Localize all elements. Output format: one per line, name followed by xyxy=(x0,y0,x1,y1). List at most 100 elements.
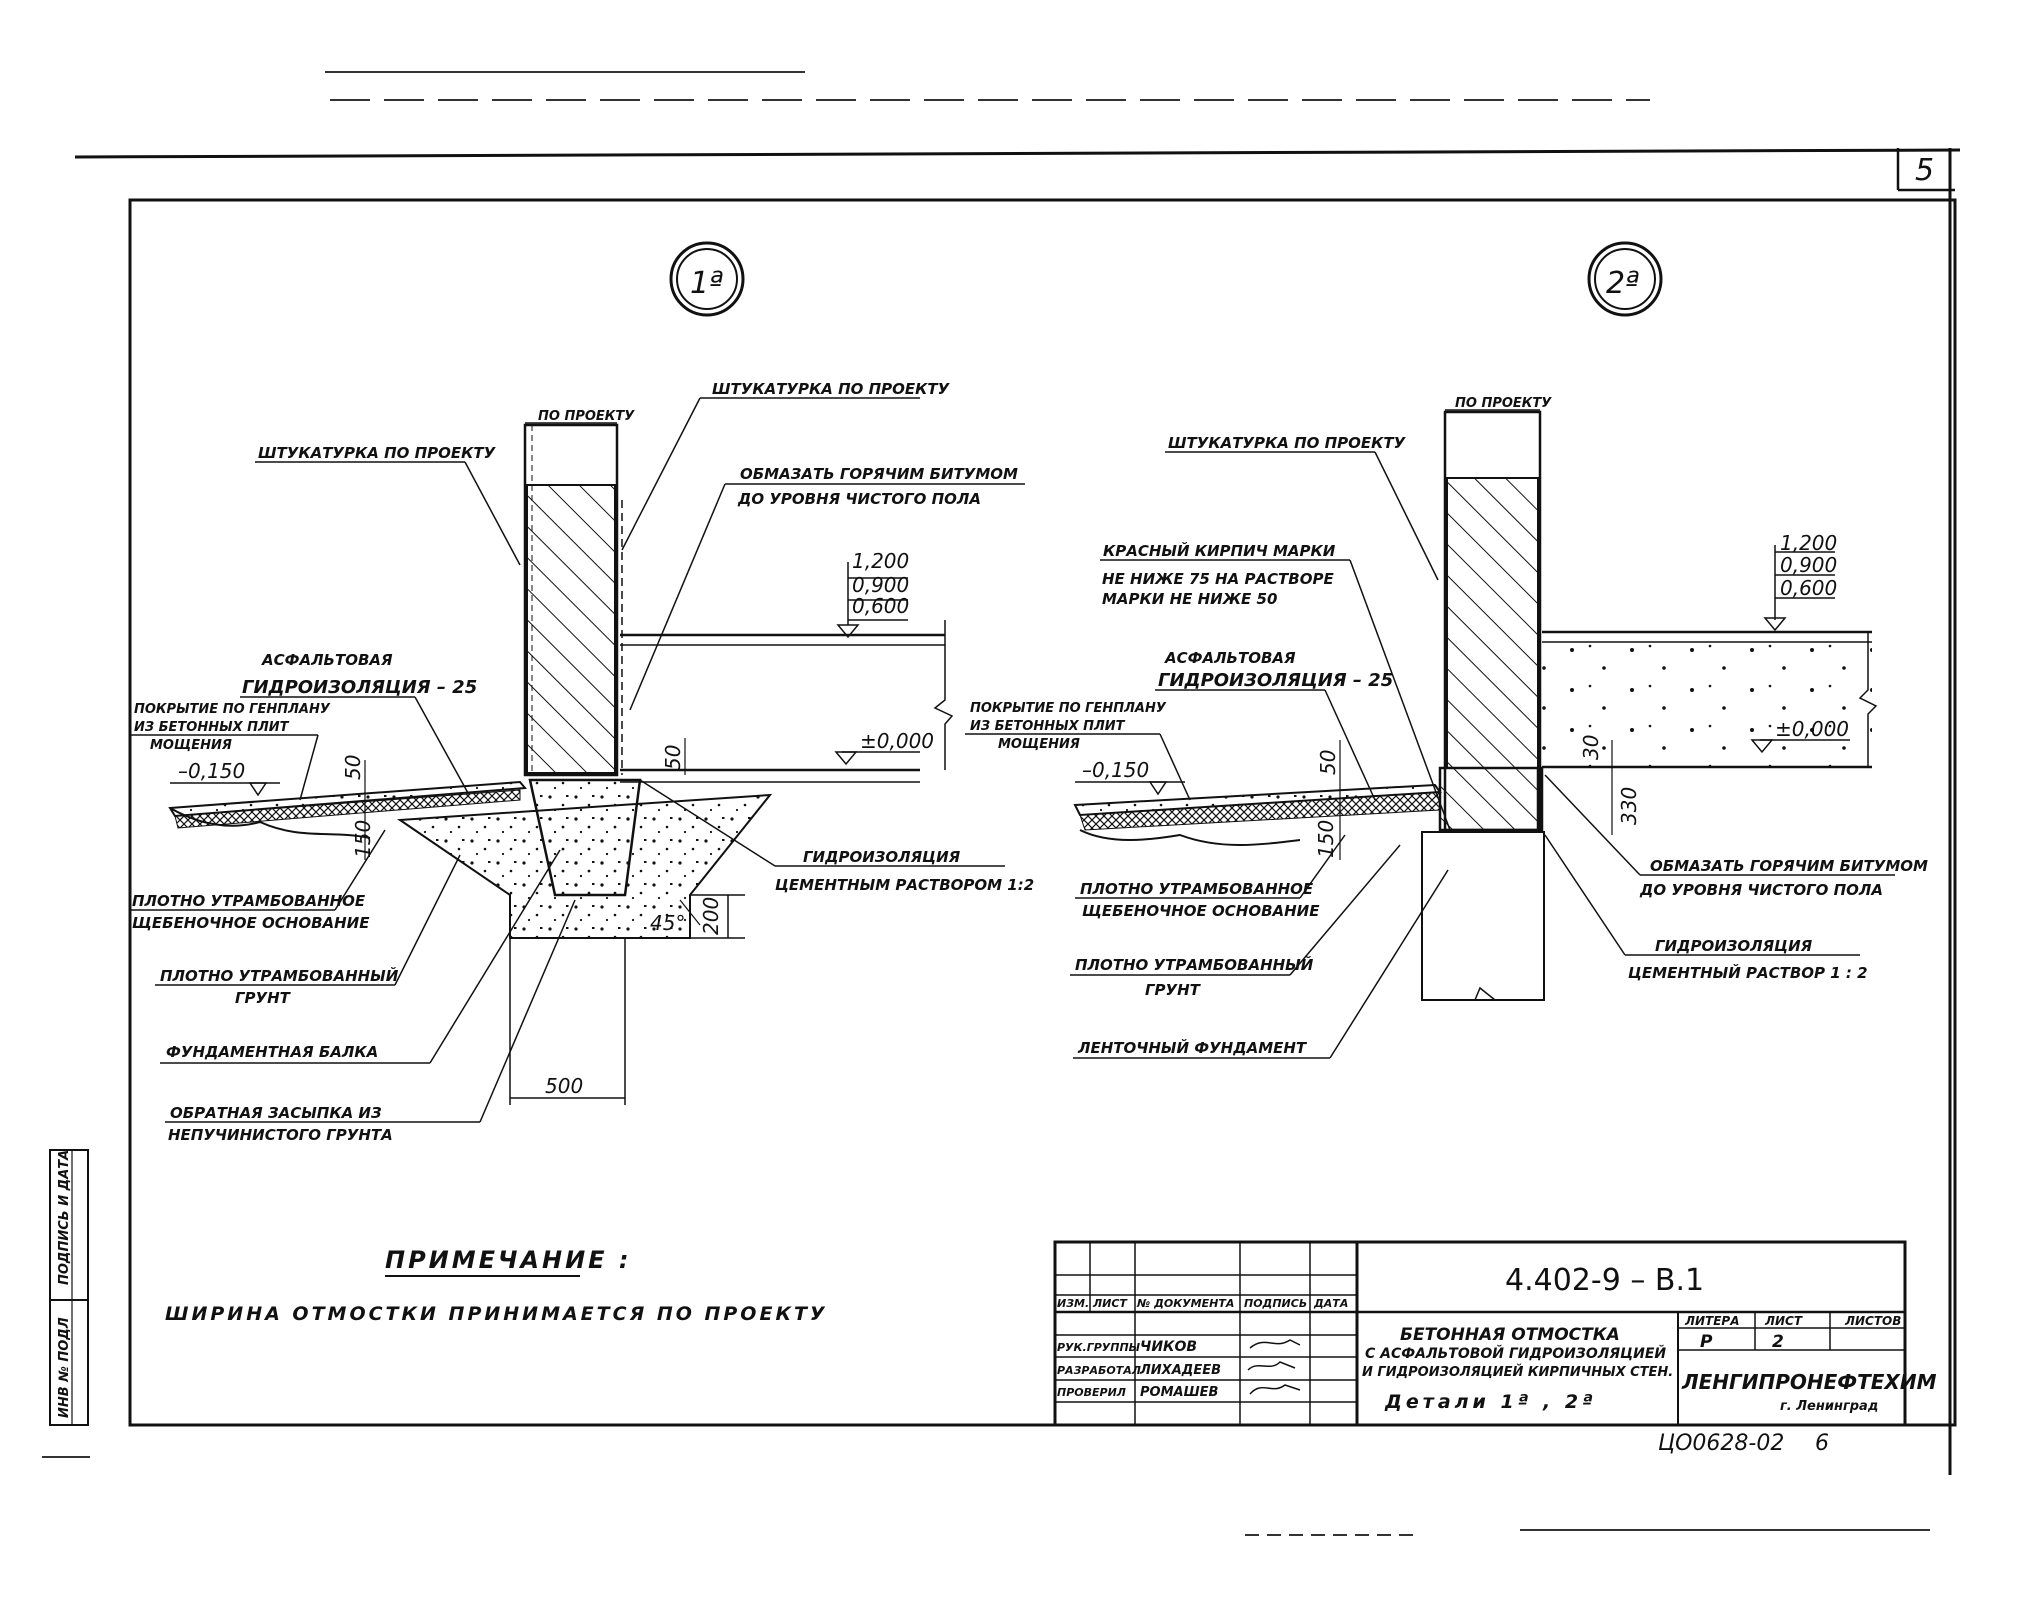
callout-plaster-left: Штукатурка по проекту xyxy=(255,444,521,566)
svg-text:щебеночное основание: щебеночное основание xyxy=(132,914,370,932)
callout-backfill: Обратная засыпка из непучинистого грунта xyxy=(165,899,576,1144)
svg-text:Обратная засыпка из: Обратная засыпка из xyxy=(170,1104,382,1122)
note-title: Примечание : xyxy=(385,1246,632,1274)
callout-beam: Фундаментная балка xyxy=(160,849,561,1064)
callout-plaster-2: Штукатурка по проекту xyxy=(1165,434,1439,581)
sheet-value: 2 xyxy=(1772,1332,1784,1352)
note-text: Ширина отмостки принимается по проекту xyxy=(165,1303,828,1325)
title-block xyxy=(1053,1240,1907,1427)
callout-asphalt: Асфальтовая гидроизоляция – 25 xyxy=(240,651,477,794)
side-stamp: Подпись и дата Инв № подл xyxy=(49,1149,89,1426)
bottom-code: ЦО0628-02 xyxy=(1658,1431,1784,1456)
svg-text:1ª: 1ª xyxy=(690,266,723,301)
svg-text:Плотно утрамбованное: Плотно утрамбованное xyxy=(1080,880,1314,898)
svg-text:Асфальтовая: Асфальтовая xyxy=(1164,649,1296,667)
svg-text:Ленточный фундамент: Ленточный фундамент xyxy=(1077,1038,1308,1057)
svg-text:Фундаментная балка: Фундаментная балка xyxy=(166,1043,378,1061)
level-0900-2: 0,900 xyxy=(1780,553,1837,577)
level-minus-0150: –0,150 xyxy=(178,759,245,783)
svg-text:Покрытие по генплану: Покрытие по генплану xyxy=(134,702,331,717)
sheet-frame xyxy=(74,148,1961,1475)
level-0600: 0,600 xyxy=(852,594,909,618)
note: Примечание : Ширина отмостки принимается… xyxy=(165,1246,828,1325)
svg-text:150: 150 xyxy=(1314,820,1338,858)
svg-text:330: 330 xyxy=(1617,787,1641,825)
signatures xyxy=(1247,1339,1301,1395)
level-0600-2: 0,600 xyxy=(1780,576,1837,600)
angle-45: 45° xyxy=(650,911,685,935)
brick-wall-1 xyxy=(523,423,619,777)
stage-label: Литера xyxy=(1684,1314,1739,1328)
page-number: 5 xyxy=(1915,153,1934,188)
callout-cover: Покрытие по генплану из бетонных плит мо… xyxy=(130,702,331,801)
sheets-label: Листов xyxy=(1844,1314,1901,1328)
callout-soil-2: Плотно утрамбованный грунт xyxy=(1070,844,1401,999)
callout-soil: Плотно утрамбованный грунт xyxy=(155,854,461,1007)
svg-text:Инв № подл: Инв № подл xyxy=(57,1317,72,1418)
callout-gravel-2: Плотно утрамбованное щебеночное основани… xyxy=(1075,834,1346,920)
row-name-1: Лихадеев xyxy=(1139,1363,1221,1378)
svg-text:цементный раствор 1 : 2: цементный раствор 1 : 2 xyxy=(1628,963,1868,982)
svg-text:непучинистого грунта: непучинистого грунта xyxy=(168,1126,393,1144)
detail-marker-1a: 1ª xyxy=(669,241,745,317)
detail-1a: по проекту 1,200 0,900 0,600 ±0,000 500 … xyxy=(130,380,1034,1144)
svg-text:50: 50 xyxy=(1316,750,1340,775)
title-code: 4.402-9 – В.1 xyxy=(1505,1263,1704,1298)
level-1200-2: 1,200 xyxy=(1780,531,1837,555)
svg-text:до уровня чистого пола: до уровня чистого пола xyxy=(737,490,981,508)
callout-bitumen: Обмазать горячим битумом до уровня чисто… xyxy=(629,465,1025,711)
dim-200: 200 xyxy=(699,897,723,935)
svg-text:гидроизоляция – 25: гидроизоляция – 25 xyxy=(242,677,477,698)
svg-text:мощения: мощения xyxy=(150,738,232,753)
svg-text:Штукатурка по проекту: Штукатурка по проекту xyxy=(258,444,497,462)
svg-text:Асфальтовая: Асфальтовая xyxy=(261,651,393,669)
callout-asphalt-2: Асфальтовая гидроизоляция – 25 xyxy=(1155,649,1393,801)
svg-text:не ниже 75 на растворе: не ниже 75 на растворе xyxy=(1102,570,1334,588)
title-line-4: Детали 1ª , 2ª xyxy=(1384,1391,1597,1413)
level-1200: 1,200 xyxy=(852,549,909,573)
svg-text:по проекту: по проекту xyxy=(1455,396,1552,411)
callout-waterproof: Гидроизоляция цементным раствором 1:2 xyxy=(639,779,1034,894)
row-name-0: Чиков xyxy=(1140,1339,1197,1355)
svg-text:Плотно утрамбованное: Плотно утрамбованное xyxy=(132,892,366,910)
svg-text:из бетонных плит: из бетонных плит xyxy=(134,720,290,735)
title-line-3: и гидроизоляцией кирпичных стен. xyxy=(1362,1364,1673,1380)
svg-text:гидроизоляция – 25: гидроизоляция – 25 xyxy=(1158,670,1393,691)
level-zero: ±0,000 xyxy=(860,729,934,753)
callout-foundation-2: Ленточный фундамент xyxy=(1073,869,1449,1059)
org-name: Ленгипронефтехим xyxy=(1681,1370,1937,1394)
svg-text:Штукатурка по проекту: Штукатурка по проекту xyxy=(712,380,951,398)
svg-text:по проекту: по проекту xyxy=(538,409,635,424)
svg-text:Гидроизоляция: Гидроизоляция xyxy=(1655,937,1813,955)
svg-text:из бетонных плит: из бетонных плит xyxy=(970,719,1126,734)
row-role-1: Разработал xyxy=(1057,1364,1141,1377)
svg-text:2ª: 2ª xyxy=(1606,266,1639,301)
svg-text:Плотно утрамбованный: Плотно утрамбованный xyxy=(160,966,399,985)
dim-500: 500 xyxy=(545,1074,583,1098)
dim-50-b: 50 xyxy=(661,745,685,770)
svg-text:цементным раствором 1:2: цементным раствором 1:2 xyxy=(775,876,1034,894)
svg-text:до уровня чистого пола: до уровня чистого пола xyxy=(1639,881,1883,899)
row-role-2: Проверил xyxy=(1057,1386,1126,1399)
sheet-label: Лист xyxy=(1764,1314,1803,1328)
stage-value: Р xyxy=(1700,1332,1713,1352)
row-name-2: Ромашев xyxy=(1140,1385,1219,1400)
svg-text:Плотно утрамбованный: Плотно утрамбованный xyxy=(1075,955,1314,974)
level-0900: 0,900 xyxy=(852,573,909,597)
row-role-0: Рук.группы xyxy=(1057,1341,1141,1354)
callout-gravel: Плотно утрамбованное щебеночное основани… xyxy=(130,829,386,932)
svg-text:мощения: мощения xyxy=(998,737,1080,752)
callout-cover-2: Покрытие по генплану из бетонных плит мо… xyxy=(965,701,1191,801)
svg-text:Штукатурка по проекту: Штукатурка по проекту xyxy=(1168,434,1407,452)
title-line-1: Бетонная отмостка xyxy=(1400,1325,1620,1345)
bottom-num: 6 xyxy=(1815,1431,1829,1456)
svg-text:Обмазать горячим битумом: Обмазать горячим битумом xyxy=(740,465,1018,483)
svg-text:Подпись и дата: Подпись и дата xyxy=(57,1150,72,1285)
svg-text:30: 30 xyxy=(1579,735,1603,760)
callout-waterproof-2: Гидроизоляция цементный раствор 1 : 2 xyxy=(1544,834,1868,982)
dim-50-a: 50 xyxy=(341,755,365,780)
hdr-doc: № документа xyxy=(1136,1297,1234,1310)
svg-text:Покрытие по генплану: Покрытие по генплану xyxy=(970,701,1167,716)
svg-text:марки не ниже 50: марки не ниже 50 xyxy=(1102,590,1277,608)
